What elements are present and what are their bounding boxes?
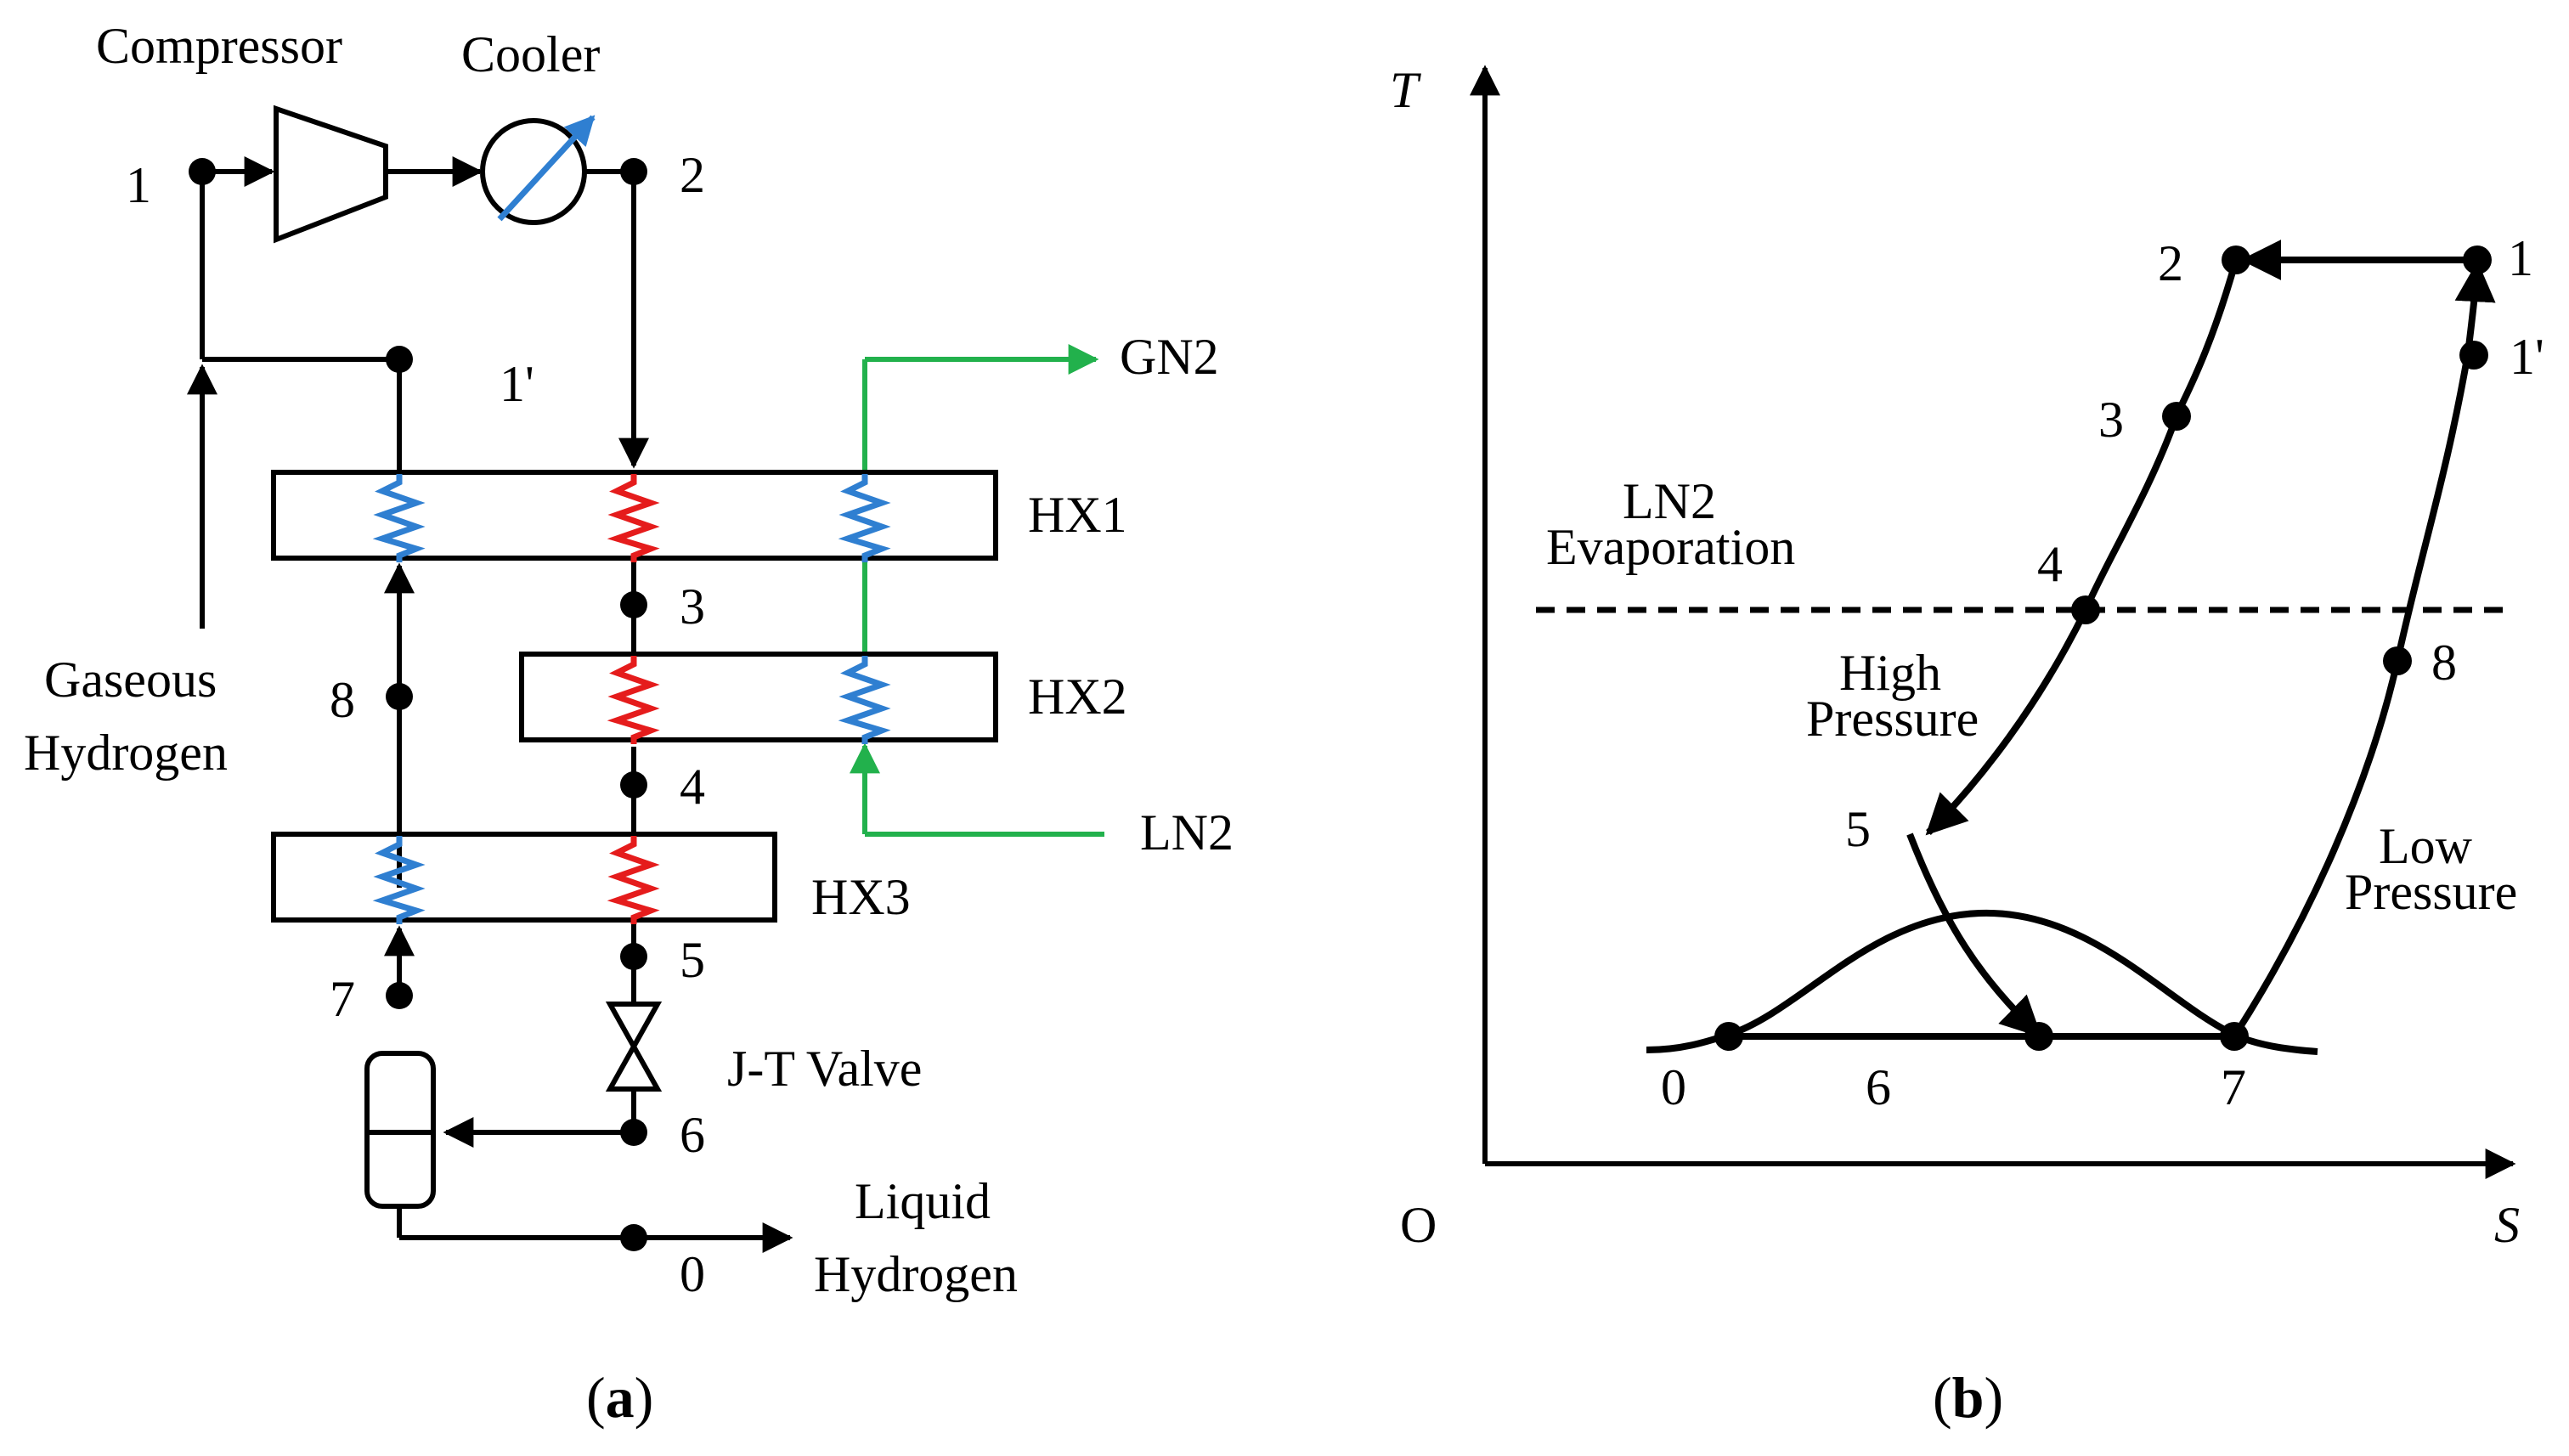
hx3-box bbox=[271, 832, 777, 923]
dot-1-prime bbox=[386, 346, 413, 373]
caption-a: (a) bbox=[586, 1365, 653, 1430]
compressor-icon bbox=[274, 104, 388, 244]
hot-coils bbox=[607, 474, 660, 924]
separator-icon bbox=[364, 1051, 436, 1209]
expansion-curve bbox=[1906, 832, 2042, 1038]
low-pressure-curve bbox=[2231, 261, 2496, 1039]
label-liquid-hydrogen: Hydrogen bbox=[814, 1246, 1018, 1302]
ts-label-5: 5 bbox=[1845, 801, 1871, 857]
cold-coils bbox=[372, 474, 891, 924]
dot-8 bbox=[386, 683, 413, 710]
label-low-pressure-1: Low bbox=[2379, 818, 2473, 874]
ts-label-1: 1 bbox=[2508, 230, 2533, 286]
ts-label-7: 7 bbox=[2221, 1059, 2246, 1115]
flow-state-dots bbox=[189, 158, 647, 1251]
ts-dot-2 bbox=[2222, 245, 2250, 274]
caption-b: (b) bbox=[1933, 1365, 2003, 1430]
state-label-1: 1 bbox=[126, 157, 151, 213]
ts-dot-1 bbox=[2463, 245, 2492, 274]
state-label-7: 7 bbox=[330, 971, 355, 1027]
state-label-3: 3 bbox=[680, 578, 705, 635]
state-label-2: 2 bbox=[680, 147, 705, 203]
dot-4 bbox=[620, 771, 647, 799]
ts-dot-8 bbox=[2383, 646, 2412, 675]
dot-7 bbox=[386, 982, 413, 1009]
label-liquid: Liquid bbox=[855, 1173, 991, 1229]
ts-dot-7 bbox=[2220, 1022, 2249, 1051]
state-label-5: 5 bbox=[680, 932, 705, 988]
label-high-pressure-1: High bbox=[1839, 645, 1941, 701]
jt-valve-icon bbox=[605, 1002, 663, 1092]
label-compressor: Compressor bbox=[96, 18, 342, 74]
state-label-6: 6 bbox=[680, 1107, 705, 1163]
ts-label-3: 3 bbox=[2098, 392, 2124, 448]
dot-6 bbox=[620, 1119, 647, 1146]
arrow-to-5 bbox=[1925, 792, 1969, 836]
label-low-pressure-2: Pressure bbox=[2345, 864, 2517, 920]
nitrogen-lines bbox=[850, 344, 1104, 837]
ts-label-0: 0 bbox=[1661, 1059, 1686, 1115]
ts-label-2: 2 bbox=[2158, 235, 2183, 291]
state-label-8: 8 bbox=[330, 672, 355, 728]
label-ln2-evaporation-1: LN2 bbox=[1623, 473, 1716, 529]
origin-label: O bbox=[1400, 1197, 1437, 1253]
ts-label-4: 4 bbox=[2037, 536, 2063, 592]
dot-1 bbox=[189, 158, 216, 185]
axis-label-s: S bbox=[2494, 1197, 2520, 1253]
label-hx2: HX2 bbox=[1028, 669, 1127, 725]
dot-5 bbox=[620, 943, 647, 970]
label-ln2-evaporation-2: Evaporation bbox=[1546, 519, 1795, 575]
label-ln2: LN2 bbox=[1140, 804, 1234, 861]
dot-2 bbox=[620, 158, 647, 185]
ts-dot-0 bbox=[1714, 1022, 1743, 1051]
panel-b-ts-diagram: T S O LN2 Evaporation High Pressure Low … bbox=[1390, 62, 2544, 1430]
ts-curves bbox=[1646, 240, 2496, 1055]
axis-label-t: T bbox=[1390, 62, 1421, 118]
panel-a-flow-diagram: Compressor Cooler GN2 LN2 HX1 HX2 HX3 Ga… bbox=[24, 18, 1234, 1430]
label-high-pressure-2: Pressure bbox=[1806, 691, 1979, 747]
label-gn2: GN2 bbox=[1120, 329, 1219, 385]
saturation-dome bbox=[1646, 909, 2318, 1055]
ts-dot-4 bbox=[2071, 595, 2100, 624]
dot-3 bbox=[620, 591, 647, 618]
ts-label-8: 8 bbox=[2431, 635, 2457, 691]
ts-label-1-prime: 1' bbox=[2510, 329, 2544, 385]
flow-lines bbox=[187, 156, 793, 1253]
label-cooler: Cooler bbox=[461, 26, 600, 82]
ts-dot-3 bbox=[2162, 402, 2191, 431]
ts-state-dots bbox=[1714, 245, 2492, 1051]
high-pressure-curve bbox=[1926, 258, 2239, 835]
ts-dot-1-prime bbox=[2459, 341, 2488, 370]
dot-0 bbox=[620, 1224, 647, 1251]
label-gaseous: Gaseous bbox=[44, 652, 217, 708]
ts-axes bbox=[1470, 65, 2516, 1179]
ts-label-6: 6 bbox=[1866, 1059, 1891, 1115]
label-jt-valve: J-T Valve bbox=[727, 1041, 922, 1097]
state-label-1-prime: 1' bbox=[500, 356, 534, 412]
cooler-icon bbox=[480, 115, 596, 225]
state-label-0: 0 bbox=[680, 1246, 705, 1302]
label-gaseous-hydrogen: Hydrogen bbox=[24, 725, 228, 781]
ts-dot-6 bbox=[2024, 1022, 2053, 1051]
label-hx1: HX1 bbox=[1028, 487, 1127, 543]
hx2-box bbox=[519, 652, 998, 742]
state-label-4: 4 bbox=[680, 759, 705, 815]
label-hx3: HX3 bbox=[811, 869, 911, 925]
